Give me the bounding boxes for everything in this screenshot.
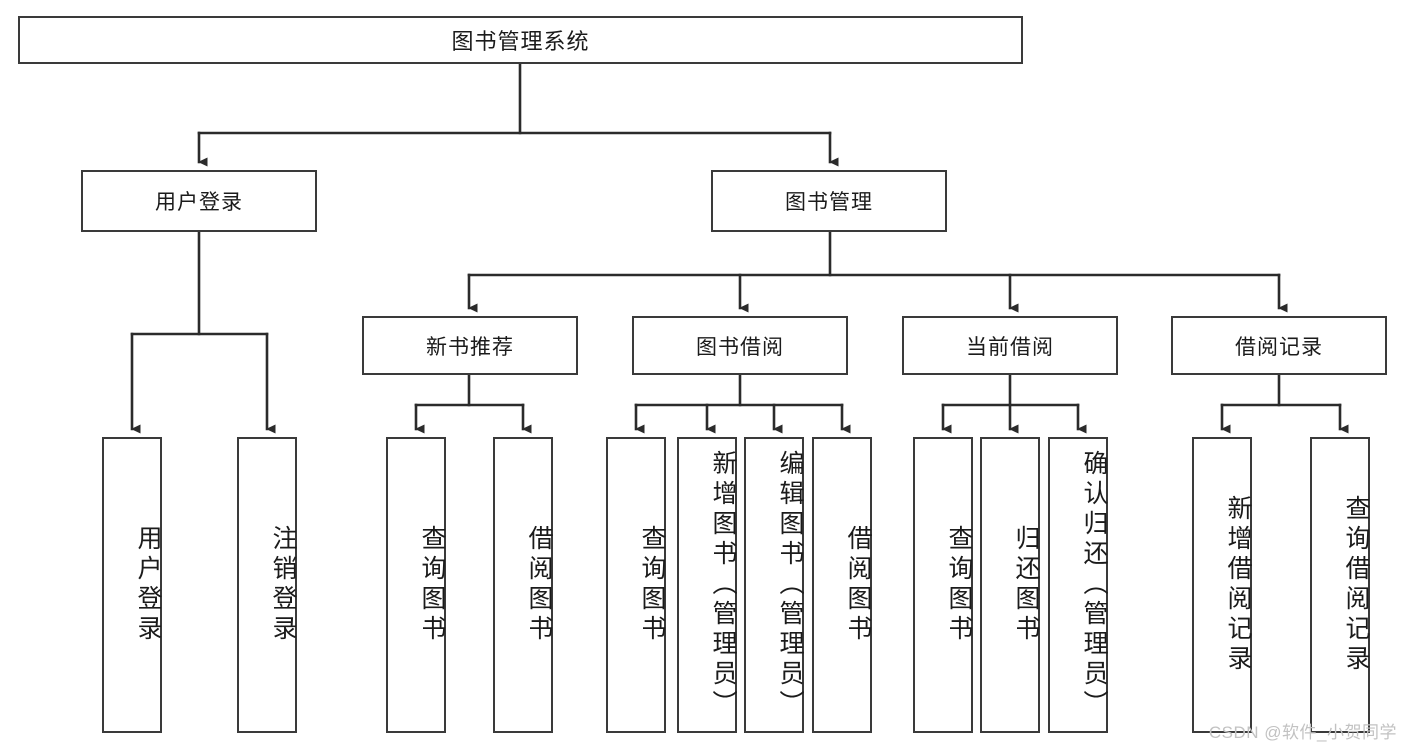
node-label: 新增借阅记录 [1224, 495, 1252, 675]
leaf-book-borrow-edit[interactable]: 编辑图书（管理员） [744, 437, 804, 733]
leaf-current-borrow-confirm[interactable]: 确认归还（管理员） [1048, 437, 1108, 733]
node-label: 图书管理 [785, 191, 873, 214]
node-label: 图书管理系统 [451, 29, 590, 54]
node-label: 查询图书 [638, 525, 666, 645]
leaf-new-book-query[interactable]: 查询图书 [386, 437, 446, 733]
leaf-book-borrow-query[interactable]: 查询图书 [606, 437, 666, 733]
node-label: 借阅记录 [1235, 335, 1323, 359]
leaf-user-login-login[interactable]: 用户登录 [102, 437, 162, 733]
node-borrow-record[interactable]: 借阅记录 [1171, 316, 1387, 375]
node-label: 用户登录 [134, 525, 162, 645]
node-root-system[interactable]: 图书管理系统 [18, 16, 1023, 64]
leaf-borrow-record-query[interactable]: 查询借阅记录 [1310, 437, 1370, 733]
node-user-login[interactable]: 用户登录 [81, 170, 317, 232]
leaf-borrow-record-add[interactable]: 新增借阅记录 [1192, 437, 1252, 733]
node-label: 当前借阅 [966, 335, 1054, 359]
node-label: 归还图书 [1012, 525, 1040, 645]
node-label: 借阅图书 [844, 525, 872, 645]
node-label: 查询借阅记录 [1342, 495, 1370, 675]
node-new-book-recommend[interactable]: 新书推荐 [362, 316, 578, 375]
node-label: 查询图书 [945, 525, 973, 645]
leaf-book-borrow-add[interactable]: 新增图书（管理员） [677, 437, 737, 733]
leaf-user-login-logout[interactable]: 注销登录 [237, 437, 297, 733]
leaf-current-borrow-return[interactable]: 归还图书 [980, 437, 1040, 733]
leaf-new-book-borrow[interactable]: 借阅图书 [493, 437, 553, 733]
node-label: 新增图书（管理员） [709, 450, 737, 720]
node-label: 注销登录 [269, 525, 297, 645]
node-label: 编辑图书（管理员） [776, 450, 804, 720]
node-label: 查询图书 [418, 525, 446, 645]
node-book-management[interactable]: 图书管理 [711, 170, 947, 232]
node-current-borrow[interactable]: 当前借阅 [902, 316, 1118, 375]
node-label: 图书借阅 [696, 335, 784, 359]
node-label: 确认归还（管理员） [1080, 450, 1108, 720]
leaf-book-borrow-lend[interactable]: 借阅图书 [812, 437, 872, 733]
node-label: 借阅图书 [525, 525, 553, 645]
leaf-current-borrow-query[interactable]: 查询图书 [913, 437, 973, 733]
node-label: 新书推荐 [426, 335, 514, 359]
node-book-borrow[interactable]: 图书借阅 [632, 316, 848, 375]
node-label: 用户登录 [155, 191, 243, 214]
